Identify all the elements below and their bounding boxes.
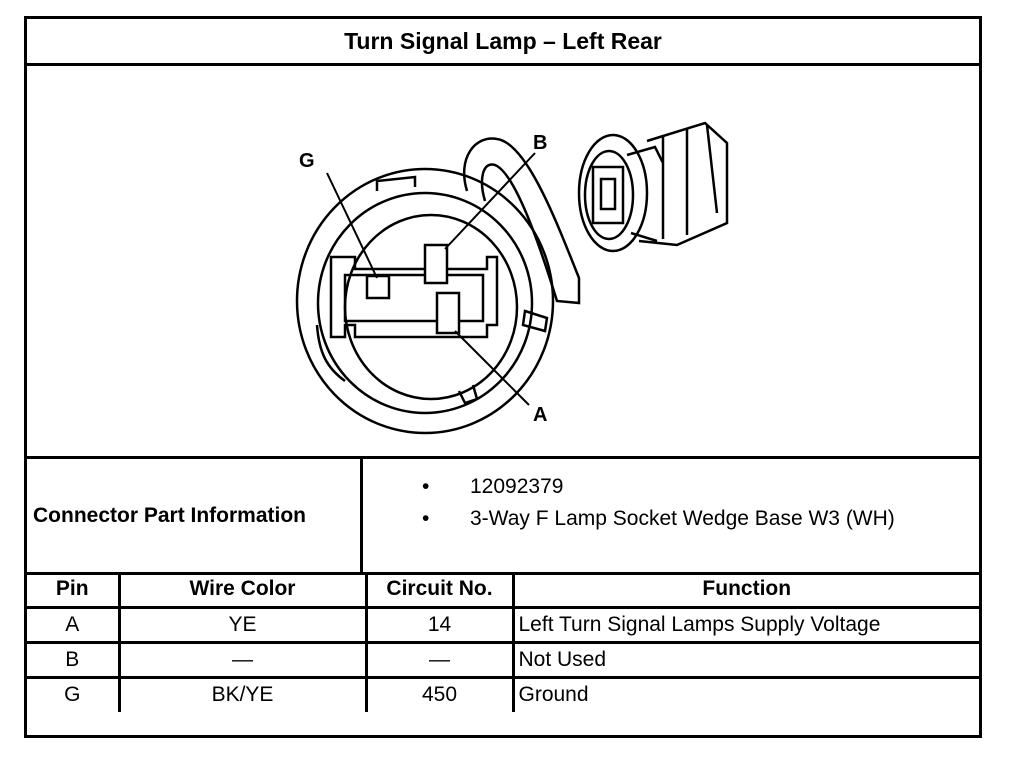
header-wire-color: Wire Color <box>117 572 368 609</box>
wedge-base-body <box>329 255 499 339</box>
bullet: • <box>422 475 430 498</box>
connector-part-info-label: Connector Part Information <box>27 459 363 572</box>
connector-sheet: Turn Signal Lamp – Left Rear <box>24 16 982 738</box>
pigtail-wire <box>462 137 581 305</box>
locking-tab-left <box>315 324 346 383</box>
terminal-b <box>423 243 449 285</box>
pin-cell: A <box>27 605 121 644</box>
header-function: Function <box>511 572 979 609</box>
socket-inner-ring <box>343 213 519 401</box>
function-cell: Left Turn Signal Lamps Supply Voltage <box>511 605 979 644</box>
table-row: A YE 14 Left Turn Signal Lamps Supply Vo… <box>27 605 979 644</box>
pigtail-tab <box>521 309 549 333</box>
page-title: Turn Signal Lamp – Left Rear <box>27 19 979 66</box>
locking-tab-bottom <box>457 384 479 405</box>
part-number: 12092379 <box>470 475 564 498</box>
leader-line-b <box>444 152 536 250</box>
table-row: G BK/YE 450 Ground <box>27 675 979 712</box>
leader-line-a <box>454 330 530 406</box>
function-cell: Not Used <box>511 640 979 679</box>
circuit-cell: 450 <box>364 675 515 712</box>
callout-b: B <box>533 132 547 154</box>
pin-cell: B <box>27 640 121 679</box>
connector-part-list: • 12092379 • 3-Way F Lamp Socket Wedge B… <box>366 459 979 572</box>
mating-connector <box>577 121 729 253</box>
table-header-row: Pin Wire Color Circuit No. Function <box>27 572 979 609</box>
socket-outer-ring <box>295 167 555 435</box>
circuit-cell: — <box>364 640 515 679</box>
terminal-a <box>435 291 461 335</box>
function-cell: Ground <box>511 675 979 712</box>
pin-cell: G <box>27 675 121 712</box>
connector-part-info: Connector Part Information • 12092379 • … <box>27 459 979 575</box>
terminal-g <box>365 274 391 300</box>
callout-g: G <box>299 150 315 172</box>
pinout-table: Pin Wire Color Circuit No. Function A YE… <box>27 572 979 712</box>
header-circuit-no: Circuit No. <box>364 572 515 609</box>
table-row: B — — Not Used <box>27 640 979 679</box>
part-description: 3-Way F Lamp Socket Wedge Base W3 (WH) <box>470 507 895 530</box>
connector-illustration: G B A <box>27 63 979 459</box>
circuit-cell: 14 <box>364 605 515 644</box>
wire-color-cell: — <box>117 640 368 679</box>
callout-a: A <box>533 404 547 426</box>
wire-color-cell: YE <box>117 605 368 644</box>
wedge-base-slot <box>343 273 485 323</box>
bullet: • <box>422 507 430 530</box>
locking-tab-top <box>375 175 417 191</box>
leader-line-g <box>326 172 378 279</box>
wire-color-cell: BK/YE <box>117 675 368 712</box>
header-pin: Pin <box>27 572 121 609</box>
socket-drawing: G B A <box>295 121 729 435</box>
socket-flange-ring <box>316 191 534 415</box>
